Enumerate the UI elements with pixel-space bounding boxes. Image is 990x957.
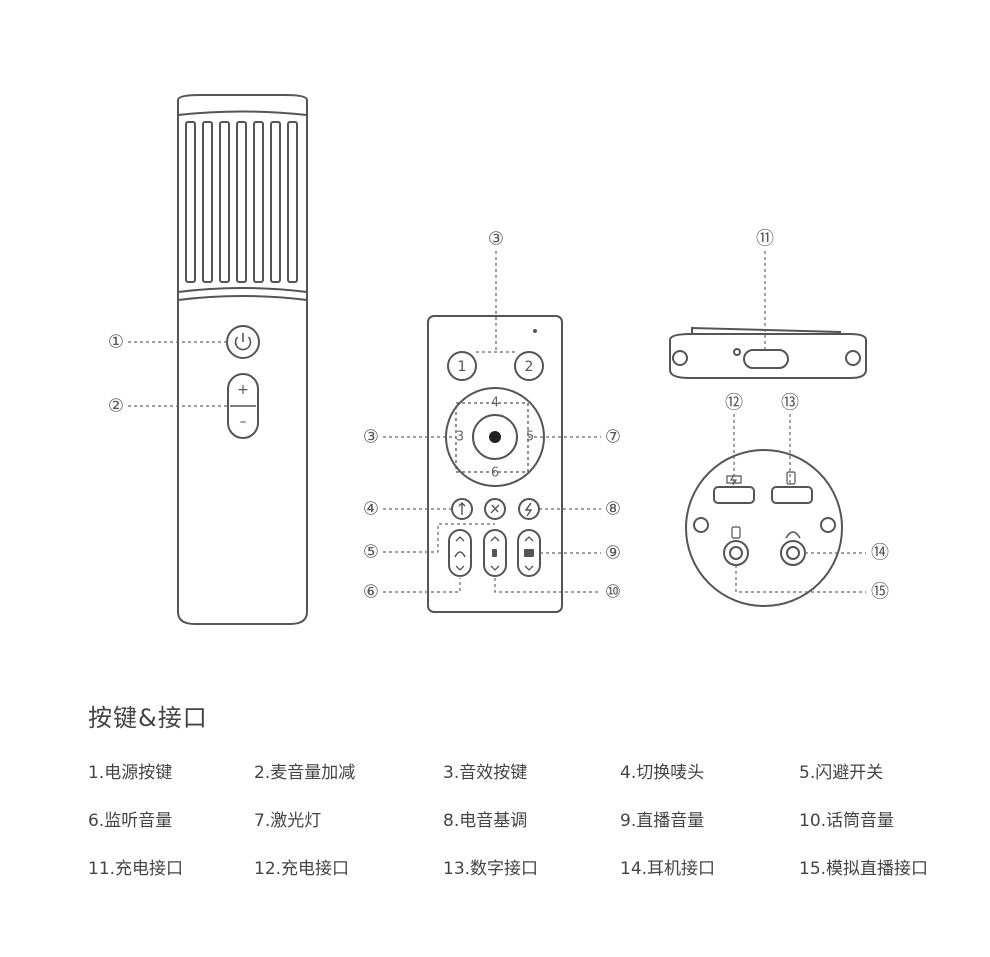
callout-15: ⑮ <box>871 582 889 603</box>
power-icon <box>234 336 252 351</box>
phone-icon <box>786 471 796 485</box>
charging-port <box>713 486 755 504</box>
headphone-icon <box>454 551 466 558</box>
callout-13: ⑬ <box>781 393 799 414</box>
dpad-bottom-label: 6 <box>491 466 499 481</box>
legend-item: 10.话筒音量 <box>799 811 895 831</box>
legend-item: 5.闪避开关 <box>799 763 884 783</box>
lightning-icon <box>524 502 533 517</box>
mic-volume-rocker-remote <box>483 529 507 577</box>
legend-item: 9.直播音量 <box>620 811 705 831</box>
product-diagram: + – 1 2 <box>108 94 889 625</box>
remote-button-mic-fx <box>484 498 506 520</box>
callout-8: ⑧ <box>605 499 621 520</box>
phone-small-icon <box>731 526 741 539</box>
callout-11: ⑪ <box>756 229 774 250</box>
video-icon <box>524 549 534 557</box>
callout-1: ① <box>108 332 124 353</box>
mic-small-icon <box>492 549 497 557</box>
mic-plus-label: + <box>237 382 249 398</box>
dpad-left-label: 3 <box>456 430 464 445</box>
legend-item: 12.充电接口 <box>254 859 350 879</box>
remote-button-8 <box>518 498 540 520</box>
legend-item: 2.麦音量加减 <box>254 763 356 783</box>
mic-grille <box>185 121 298 283</box>
analog-live-port <box>723 540 749 566</box>
arrow-icon <box>458 502 466 515</box>
microphone <box>177 94 308 625</box>
power-button <box>226 325 260 359</box>
legend-item: 3.音效按键 <box>443 763 528 783</box>
monitor-volume-rocker <box>448 529 472 577</box>
legend-item: 14.耳机接口 <box>620 859 716 879</box>
callout-4: ④ <box>363 499 379 520</box>
legend-item: 11.充电接口 <box>88 859 184 879</box>
callout-2: ② <box>108 396 124 417</box>
legend-item: 15.模拟直播接口 <box>799 859 929 879</box>
headphone-port-icon <box>785 531 801 539</box>
remote-button-2 <box>514 351 544 381</box>
callout-6: ⑥ <box>363 582 379 603</box>
legend-item: 6.监听音量 <box>88 811 173 831</box>
callout-12: ⑫ <box>725 393 743 414</box>
legend-item: 1.电源按键 <box>88 763 173 783</box>
callout-14: ⑭ <box>871 543 889 564</box>
remote-btn1-label: 1 <box>458 359 467 375</box>
callout-10: ⑩ <box>605 582 621 603</box>
legend-item: 8.电音基调 <box>443 811 528 831</box>
dpad-top-label: 4 <box>491 396 499 411</box>
remote-btn2-label: 2 <box>525 359 534 375</box>
callout-7: ⑦ <box>605 427 621 448</box>
callout-5: ⑤ <box>363 542 379 563</box>
remote-control <box>427 315 563 613</box>
callout-3-top: ③ <box>488 229 504 250</box>
callout-9: ⑨ <box>605 543 621 564</box>
mic-icon <box>490 504 500 514</box>
callout-3-left: ③ <box>363 427 379 448</box>
remote-dpad-center <box>472 414 518 460</box>
section-title: 按键&接口 <box>88 704 208 732</box>
headphone-port <box>780 540 806 566</box>
laser-icon <box>489 431 501 443</box>
remote-button-1 <box>447 351 477 381</box>
mic-volume-rocker <box>227 373 259 439</box>
legend-item: 4.切换唛头 <box>620 763 705 783</box>
top-cap <box>669 326 867 379</box>
legend-item: 13.数字接口 <box>443 859 539 879</box>
legend-item: 7.激光灯 <box>254 811 322 831</box>
digital-port <box>771 486 813 504</box>
bottom-panel <box>685 449 843 607</box>
leader-lines <box>128 251 866 593</box>
mic-minus-label: – <box>240 414 247 430</box>
charging-port-top <box>743 349 789 369</box>
